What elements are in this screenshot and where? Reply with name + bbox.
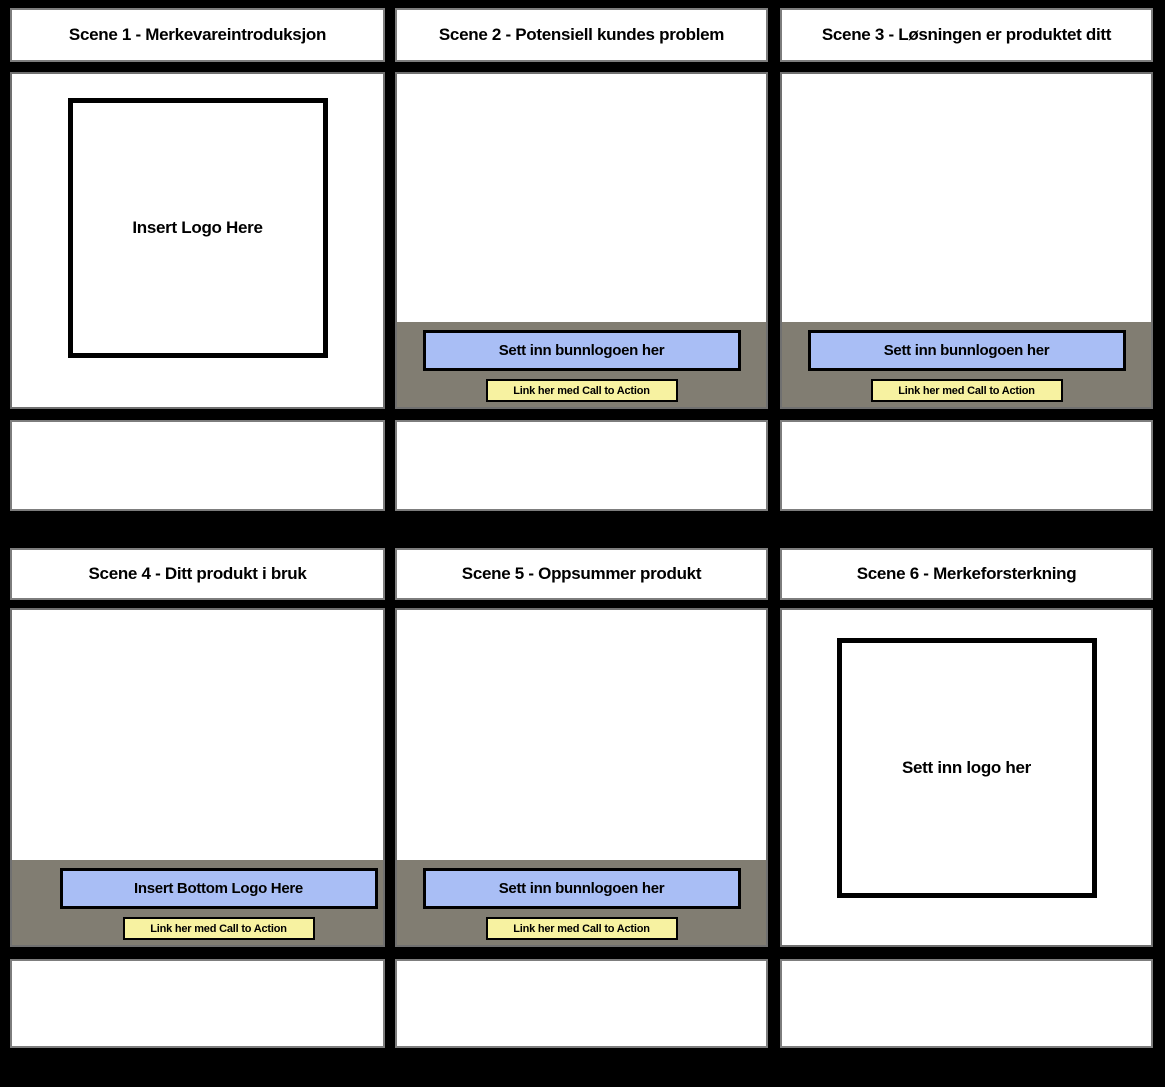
scene-2-canvas[interactable]: Sett inn bunnlogoen her Link her med Cal… xyxy=(395,72,768,409)
scene-2-bottom-bar: Sett inn bunnlogoen her Link her med Cal… xyxy=(397,322,766,407)
scene-1-canvas[interactable]: Insert Logo Here xyxy=(10,72,385,409)
scene-6-logo-placeholder-label: Sett inn logo her xyxy=(901,758,1031,777)
scene-1: Scene 1 - Merkevareintroduksjon Insert L… xyxy=(10,8,385,511)
scene-5-cta-link-button[interactable]: Link her med Call to Action xyxy=(485,917,678,940)
scene-3-title-bar[interactable]: Scene 3 - Løsningen er produktet ditt xyxy=(780,8,1153,62)
scene-5-description-box[interactable] xyxy=(395,959,768,1048)
scene-3: Scene 3 - Løsningen er produktet ditt Se… xyxy=(780,8,1153,511)
scene-3-description-box[interactable] xyxy=(780,420,1153,511)
scene-6-logo-placeholder-box[interactable]: Sett inn logo her xyxy=(836,638,1097,898)
scene-2: Scene 2 - Potensiell kundes problem Sett… xyxy=(395,8,768,511)
scene-3-cta-link-button[interactable]: Link her med Call to Action xyxy=(870,379,1063,402)
scene-3-canvas[interactable]: Sett inn bunnlogoen her Link her med Cal… xyxy=(780,72,1153,409)
scene-3-bottom-logo-placeholder[interactable]: Sett inn bunnlogoen her xyxy=(807,330,1126,371)
scene-3-title: Scene 3 - Løsningen er produktet ditt xyxy=(821,25,1112,44)
scene-2-bottom-logo-placeholder[interactable]: Sett inn bunnlogoen her xyxy=(422,330,741,371)
scene-1-logo-placeholder-box[interactable]: Insert Logo Here xyxy=(67,98,328,358)
scene-4-bottom-bar: Insert Bottom Logo Here Link her med Cal… xyxy=(12,860,383,945)
scene-2-title-bar[interactable]: Scene 2 - Potensiell kundes problem xyxy=(395,8,768,62)
scene-6-canvas[interactable]: Sett inn logo her xyxy=(780,608,1153,947)
scene-6-title-bar[interactable]: Scene 6 - Merkeforsterkning xyxy=(780,548,1153,600)
scene-2-cta-link-button[interactable]: Link her med Call to Action xyxy=(485,379,678,402)
scene-1-title: Scene 1 - Merkevareintroduksjon xyxy=(68,25,327,44)
scene-4: Scene 4 - Ditt produkt i bruk Insert Bot… xyxy=(10,548,385,1048)
scene-6-title: Scene 6 - Merkeforsterkning xyxy=(856,564,1077,583)
scene-2-description-box[interactable] xyxy=(395,420,768,511)
scene-3-bottom-bar: Sett inn bunnlogoen her Link her med Cal… xyxy=(782,322,1151,407)
scene-5-title-bar[interactable]: Scene 5 - Oppsummer produkt xyxy=(395,548,768,600)
scene-4-title-bar[interactable]: Scene 4 - Ditt produkt i bruk xyxy=(10,548,385,600)
scene-1-logo-placeholder-label: Insert Logo Here xyxy=(132,218,263,237)
scene-4-description-box[interactable] xyxy=(10,959,385,1048)
scene-1-title-bar[interactable]: Scene 1 - Merkevareintroduksjon xyxy=(10,8,385,62)
scene-4-canvas[interactable]: Insert Bottom Logo Here Link her med Cal… xyxy=(10,608,385,947)
scene-4-cta-link-button[interactable]: Link her med Call to Action xyxy=(122,917,315,940)
scene-4-title: Scene 4 - Ditt produkt i bruk xyxy=(88,564,307,583)
scene-5-canvas[interactable]: Sett inn bunnlogoen her Link her med Cal… xyxy=(395,608,768,947)
scene-6: Scene 6 - Merkeforsterkning Sett inn log… xyxy=(780,548,1153,1048)
scene-4-bottom-logo-placeholder[interactable]: Insert Bottom Logo Here xyxy=(59,868,378,909)
scene-6-description-box[interactable] xyxy=(780,959,1153,1048)
scene-1-description-box[interactable] xyxy=(10,420,385,511)
scene-5-bottom-logo-placeholder[interactable]: Sett inn bunnlogoen her xyxy=(422,868,741,909)
scene-2-title: Scene 2 - Potensiell kundes problem xyxy=(438,25,725,44)
scene-5-bottom-bar: Sett inn bunnlogoen her Link her med Cal… xyxy=(397,860,766,945)
scene-5: Scene 5 - Oppsummer produkt Sett inn bun… xyxy=(395,548,768,1048)
scene-5-title: Scene 5 - Oppsummer produkt xyxy=(461,564,702,583)
